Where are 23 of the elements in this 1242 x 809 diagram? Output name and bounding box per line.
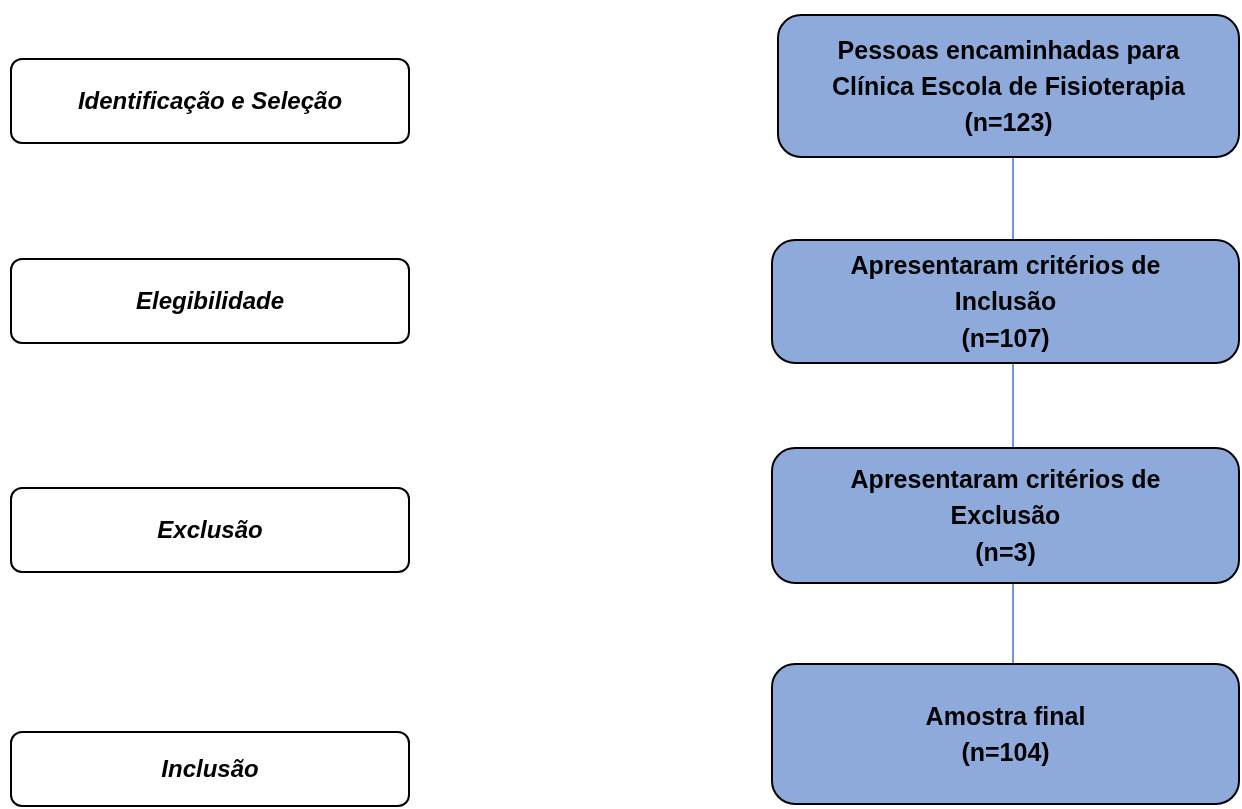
process-box — [771, 447, 1240, 584]
count-label: (n=3) — [975, 536, 1036, 568]
connector-line — [1012, 363, 1014, 448]
process-box — [771, 663, 1240, 805]
stage-label-box — [10, 487, 410, 573]
stage-label: Identificação e Seleção — [77, 87, 343, 115]
box-text: Amostra final — [925, 700, 1086, 732]
process-box — [777, 14, 1240, 158]
stage-label: Inclusão — [161, 755, 259, 783]
count-label: (n=107) — [961, 322, 1050, 354]
stage-label-box — [10, 258, 410, 344]
box-text: Pessoas encaminhadas para Clínica Escola de Fisioterapia — [831, 34, 1186, 102]
stage-label-box — [10, 58, 410, 144]
process-box — [771, 239, 1240, 364]
stage-label: Exclusão — [157, 516, 263, 544]
stage-label-box — [10, 731, 410, 807]
box-text: Apresentaram critérios de Exclusão — [849, 464, 1162, 532]
box-text: Apresentaram critérios de Inclusão — [849, 250, 1162, 318]
stage-label: Elegibilidade — [136, 287, 284, 315]
count-label: (n=104) — [961, 737, 1050, 768]
count-label: (n=123) — [964, 107, 1053, 139]
connector-line — [1012, 583, 1014, 664]
connector-line — [1012, 157, 1014, 240]
